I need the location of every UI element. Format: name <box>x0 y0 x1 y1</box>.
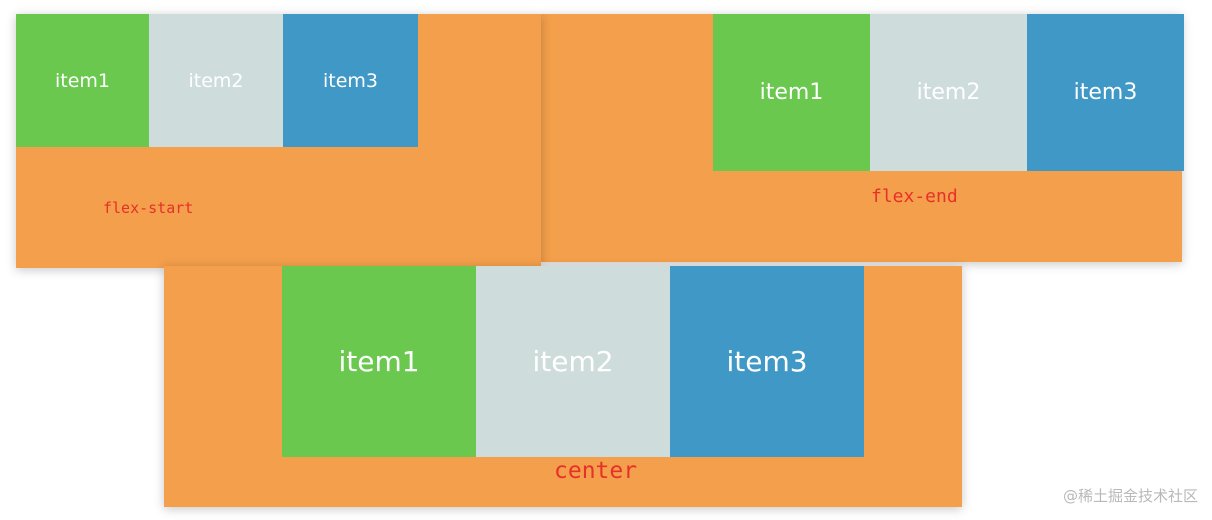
flex-start-item2: item2 <box>149 14 283 147</box>
flex-start-container: item1 item2 item3 flex-start <box>16 14 541 268</box>
flex-end-item3: item3 <box>1027 14 1184 171</box>
center-item2: item2 <box>476 266 670 457</box>
center-item1: item1 <box>282 266 476 457</box>
center-items: item1 item2 item3 <box>282 266 864 457</box>
center-caption: center <box>554 458 638 484</box>
flex-start-items: item1 item2 item3 <box>16 14 418 147</box>
flex-end-items: item1 item2 item3 <box>713 14 1184 171</box>
flex-start-caption: flex-start <box>103 199 194 217</box>
flex-end-caption: flex-end <box>871 186 958 207</box>
center-container: item1 item2 item3 center <box>164 266 962 507</box>
flex-end-container: item1 item2 item3 flex-end <box>541 14 1184 262</box>
watermark-text: @稀土掘金技术社区 <box>1062 487 1198 505</box>
flex-end-item1: item1 <box>713 14 870 171</box>
flex-start-item3: item3 <box>283 14 418 147</box>
flex-end-item2: item2 <box>870 14 1027 171</box>
flex-start-item1: item1 <box>16 14 149 147</box>
center-item3: item3 <box>670 266 864 457</box>
